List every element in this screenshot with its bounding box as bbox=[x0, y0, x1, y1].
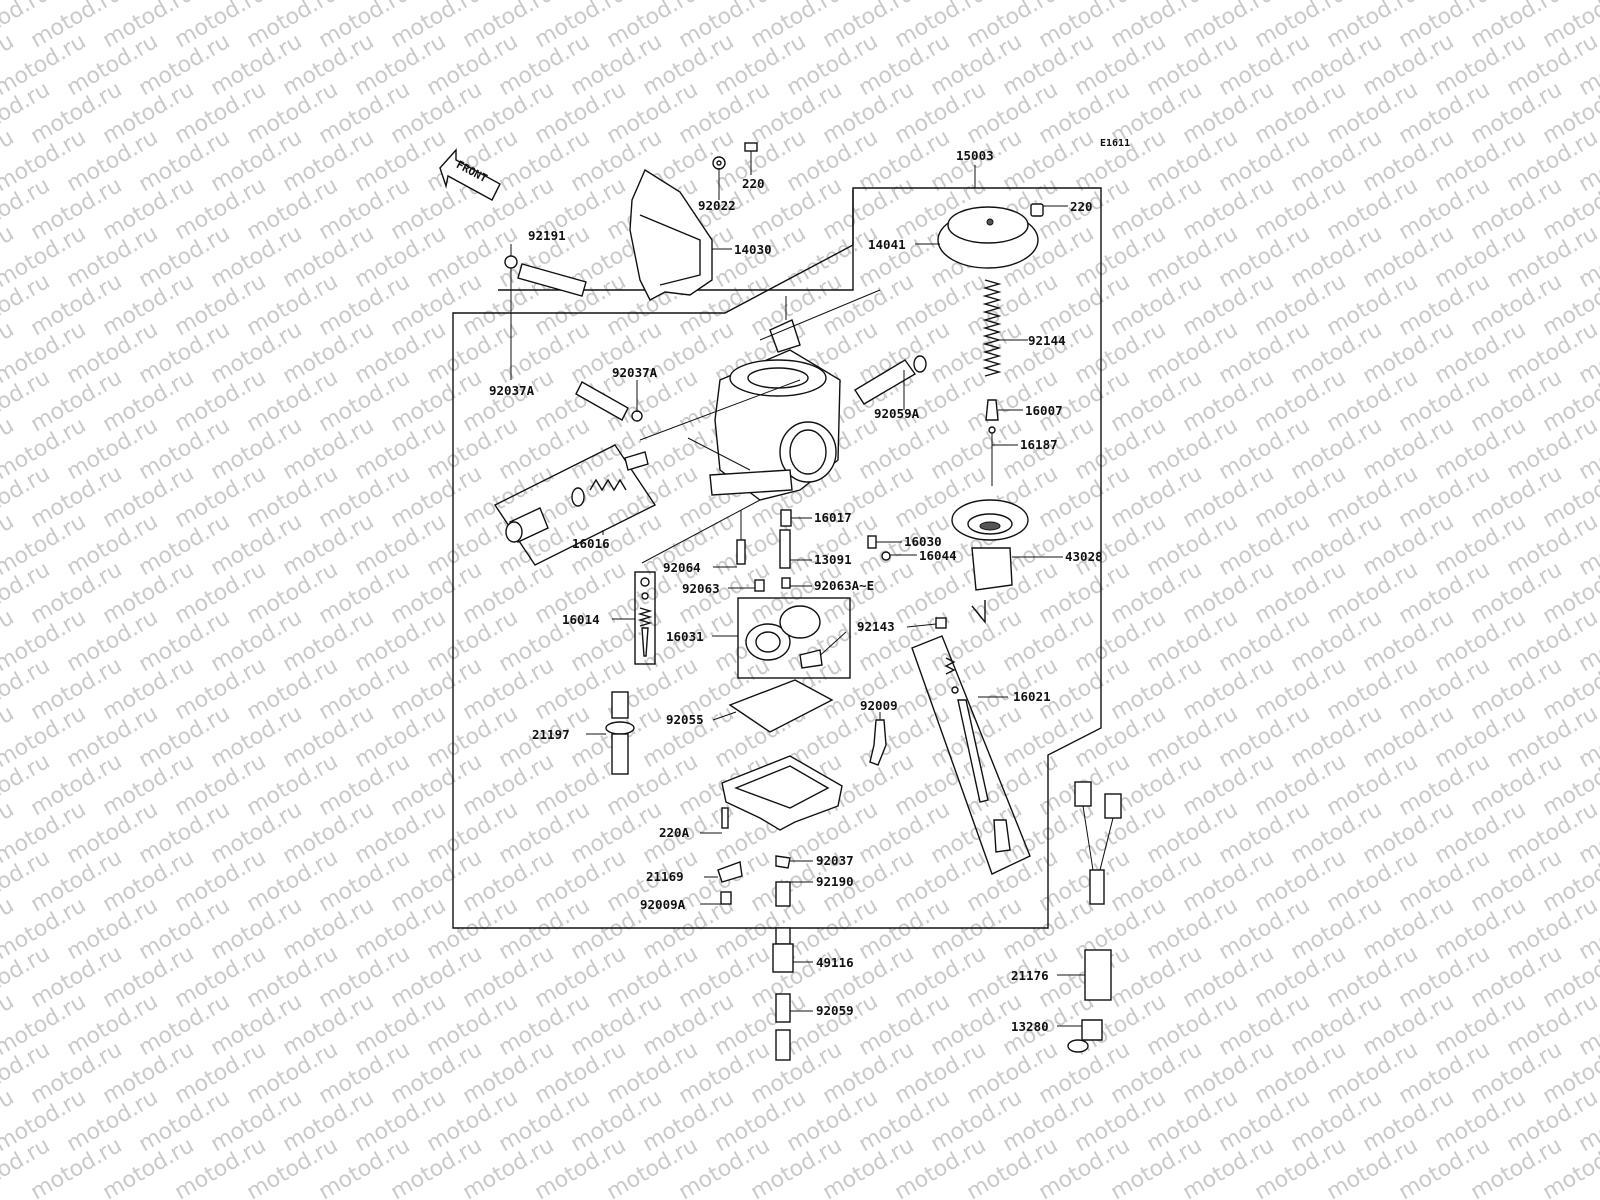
label-92143: 92143 bbox=[857, 619, 895, 634]
label-92064: 92064 bbox=[663, 560, 701, 575]
jet-needle-part bbox=[985, 399, 999, 486]
top-cap-part bbox=[937, 203, 1044, 269]
label-16007: 16007 bbox=[1025, 403, 1063, 418]
label-16044: 16044 bbox=[919, 548, 957, 563]
cover-group-outline bbox=[498, 190, 854, 291]
front-arrow-icon: FRONT bbox=[439, 148, 501, 201]
fuel-fitting-part bbox=[605, 691, 635, 775]
assembly-outline bbox=[452, 187, 1102, 929]
idle-screw-part bbox=[869, 719, 887, 766]
label-49116: 49116 bbox=[816, 955, 854, 970]
label-220-right: 220 bbox=[1070, 199, 1093, 214]
label-220a: 220A bbox=[659, 825, 690, 840]
carb-heater-part bbox=[1067, 781, 1122, 1053]
float-valve-part bbox=[634, 571, 656, 665]
small-washer-part bbox=[881, 551, 891, 561]
label-16031: 16031 bbox=[666, 629, 704, 644]
label-14041: 14041 bbox=[868, 237, 906, 252]
main-jet-parts bbox=[736, 509, 792, 592]
diagram-code: E1611 bbox=[1100, 138, 1130, 149]
label-16017: 16017 bbox=[814, 510, 852, 525]
label-21176: 21176 bbox=[1011, 968, 1049, 983]
label-92009a: 92009A bbox=[640, 897, 686, 912]
label-92063: 92063 bbox=[682, 581, 720, 596]
float-bowl-part bbox=[721, 755, 843, 831]
label-16021: 16021 bbox=[1013, 689, 1051, 704]
label-16187: 16187 bbox=[1020, 437, 1058, 452]
carb-cover-part bbox=[629, 142, 758, 301]
label-92037: 92037 bbox=[816, 853, 854, 868]
label-16030: 16030 bbox=[904, 534, 942, 549]
small-clip-part bbox=[867, 535, 877, 549]
label-92009: 92009 bbox=[860, 698, 898, 713]
label-21197: 21197 bbox=[532, 727, 570, 742]
spring-part bbox=[982, 279, 1002, 377]
label-220-top: 220 bbox=[742, 176, 765, 191]
float-bowl-gasket-part bbox=[728, 679, 834, 733]
accel-pump-part bbox=[737, 597, 851, 679]
label-13091: 13091 bbox=[814, 552, 852, 567]
vacuum-piston-part bbox=[951, 499, 1029, 624]
label-43028: 43028 bbox=[1065, 549, 1103, 564]
label-16016: 16016 bbox=[572, 536, 610, 551]
label-92191: 92191 bbox=[528, 228, 566, 243]
label-92055: 92055 bbox=[666, 712, 704, 727]
drain-hardware-parts bbox=[717, 855, 794, 1061]
label-92022: 92022 bbox=[698, 198, 736, 213]
vent-hose-part bbox=[504, 255, 643, 422]
leader-lines bbox=[510, 158, 1085, 1027]
throttle-cable-part bbox=[911, 617, 1031, 875]
label-15003: 15003 bbox=[956, 148, 994, 163]
carburetor-body-part bbox=[639, 289, 881, 564]
label-92037a-left: 92037A bbox=[489, 383, 535, 398]
label-92037a-mid: 92037A bbox=[612, 365, 658, 380]
overflow-hose-part bbox=[854, 355, 927, 405]
label-92144: 92144 bbox=[1028, 333, 1066, 348]
label-92059: 92059 bbox=[816, 1003, 854, 1018]
part-labels: 15003 220 92022 14030 220 14041 92191 92… bbox=[489, 148, 1103, 1034]
pilot-screw-assy-part bbox=[493, 444, 657, 566]
label-13280: 13280 bbox=[1011, 1019, 1049, 1034]
label-92190: 92190 bbox=[816, 874, 854, 889]
label-14030: 14030 bbox=[734, 242, 772, 257]
label-92063a-e: 92063A~E bbox=[814, 578, 874, 593]
label-21169: 21169 bbox=[646, 869, 684, 884]
label-16014: 16014 bbox=[562, 612, 600, 627]
label-92059a: 92059A bbox=[874, 406, 920, 421]
